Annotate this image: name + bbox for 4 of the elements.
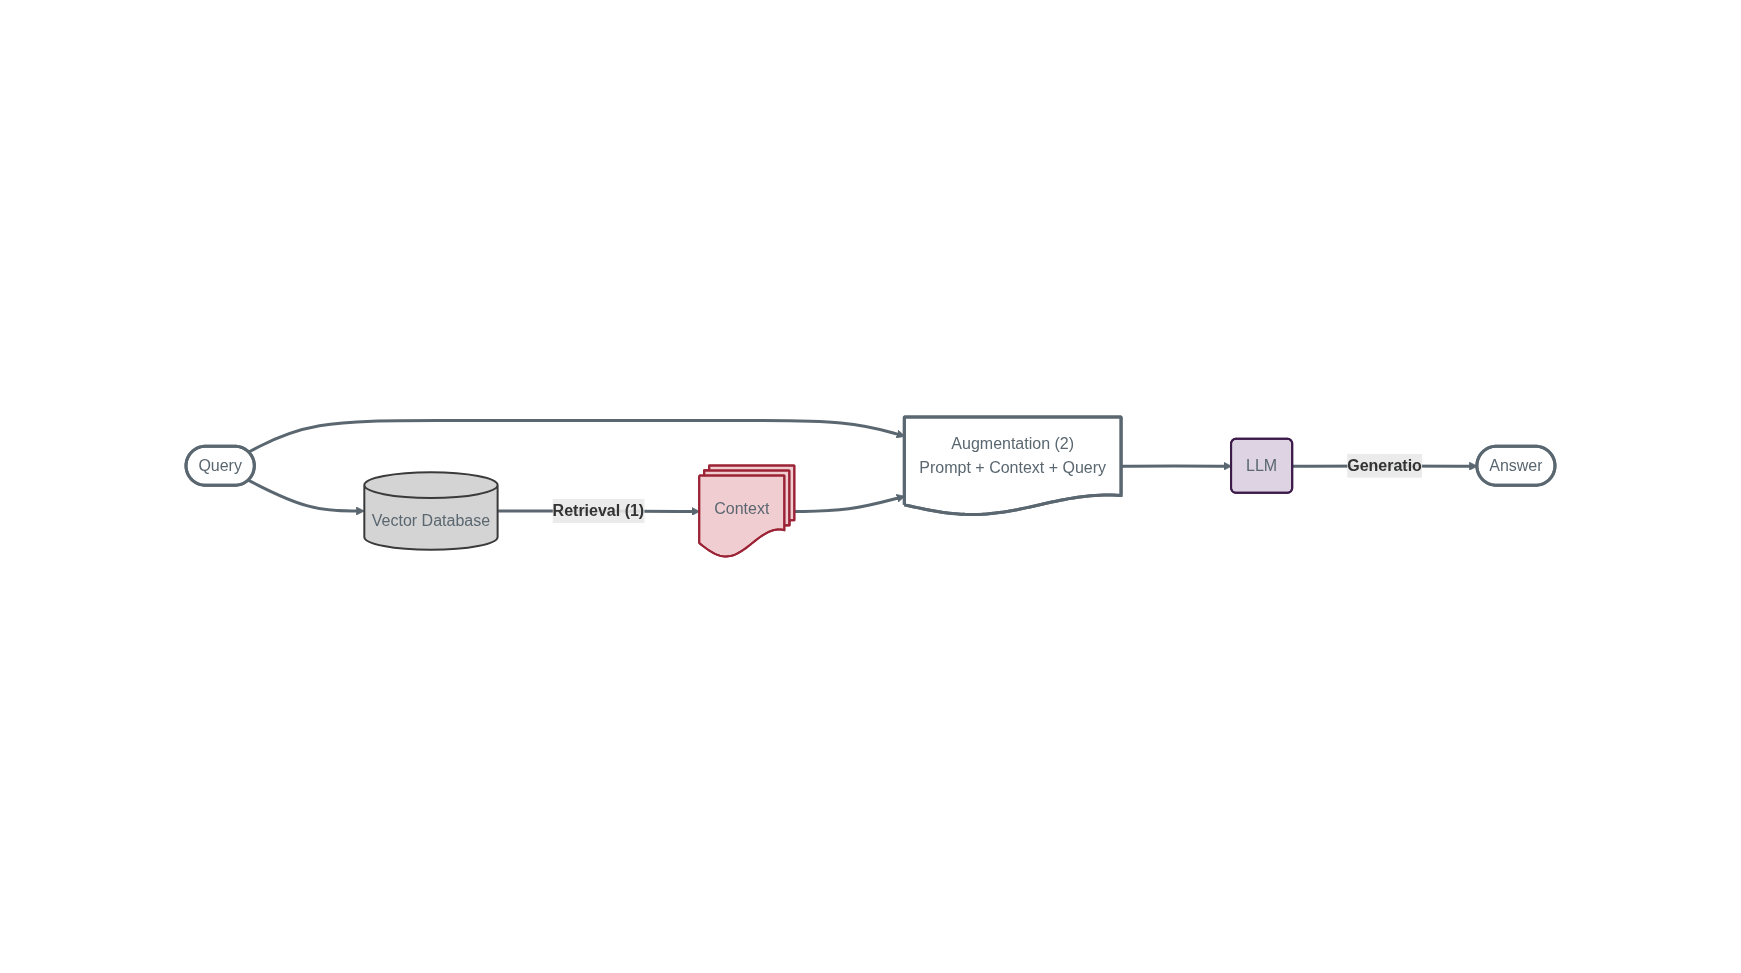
edge-label: Retrieval (1) (552, 501, 645, 519)
arrow (1121, 461, 1232, 471)
arrow (248, 478, 365, 516)
edge-label: Generatio (1347, 456, 1422, 474)
